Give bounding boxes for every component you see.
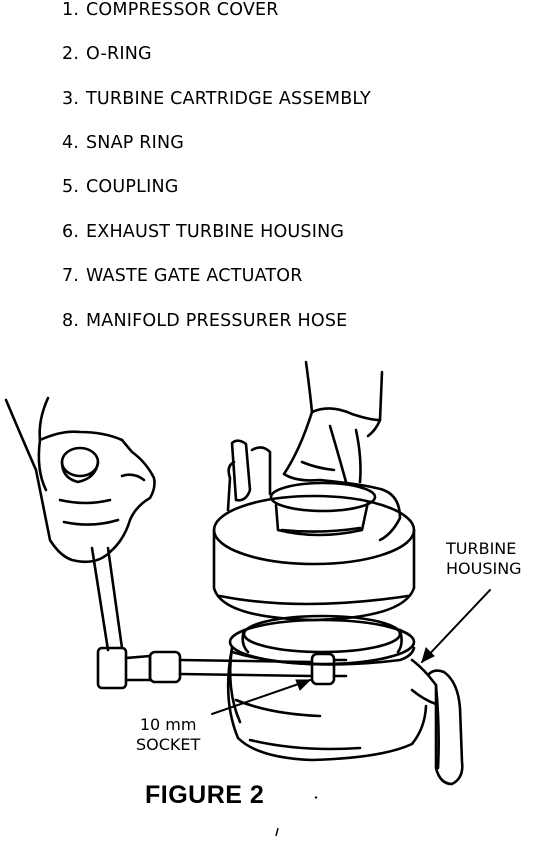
part-label: TURBINE CARTRIDGE ASSEMBLY — [86, 89, 371, 109]
turbine-housing-body — [226, 646, 464, 786]
part-number: 6. — [62, 222, 80, 242]
scan-mark — [275, 827, 279, 837]
part-item-4: 4. SNAP RING — [62, 133, 184, 153]
scan-mark — [314, 796, 318, 799]
callout-turbine-housing: TURBINE HOUSING — [446, 539, 522, 579]
part-label: SNAP RING — [86, 133, 185, 153]
leader-lines — [211, 589, 491, 715]
part-number: 7. — [62, 266, 80, 286]
part-number: 2. — [62, 44, 80, 64]
hand-right — [282, 360, 402, 542]
part-item-6: 6. EXHAUST TURBINE HOUSING — [62, 222, 344, 242]
part-item-8: 8. MANIFOLD PRESSURER HOSE — [62, 311, 347, 331]
compressor-cover — [212, 481, 416, 622]
part-label: WASTE GATE ACTUATOR — [86, 266, 303, 286]
callout-turbine-line1: TURBINE — [446, 539, 517, 558]
part-item-5: 5. COUPLING — [62, 177, 179, 197]
snap-ring-section — [228, 614, 416, 666]
part-number: 8. — [62, 311, 80, 331]
part-item-7: 7. WASTE GATE ACTUATOR — [62, 266, 303, 286]
extension-bar — [148, 650, 348, 686]
part-number: 1. — [62, 0, 80, 20]
callout-socket: 10 mm SOCKET — [136, 715, 200, 755]
part-number: 4. — [62, 133, 80, 153]
part-number: 5. — [62, 177, 80, 197]
part-label: O-RING — [86, 44, 152, 64]
part-item-2: 2. O-RING — [62, 44, 152, 64]
part-label: MANIFOLD PRESSURER HOSE — [86, 311, 348, 331]
figure-caption: FIGURE 2 — [145, 781, 265, 809]
turbocharger-illustration — [4, 360, 491, 837]
part-item-3: 3. TURBINE CARTRIDGE ASSEMBLY — [62, 89, 371, 109]
arrowhead-turbine — [421, 647, 435, 663]
ratchet-handle — [90, 546, 152, 690]
part-label: EXHAUST TURBINE HOUSING — [86, 222, 345, 242]
waste-gate-actuator — [226, 439, 272, 512]
part-item-1: 1. COMPRESSOR COVER — [62, 0, 279, 20]
part-label: COUPLING — [86, 177, 179, 197]
arrowhead-socket — [295, 679, 312, 691]
part-number: 3. — [62, 89, 80, 109]
callout-socket-line1: 10 mm — [139, 715, 197, 734]
callout-socket-line2: SOCKET — [136, 735, 201, 754]
hand-left — [4, 396, 156, 564]
callout-turbine-line2: HOUSING — [446, 559, 522, 578]
part-label: COMPRESSOR COVER — [86, 0, 279, 20]
